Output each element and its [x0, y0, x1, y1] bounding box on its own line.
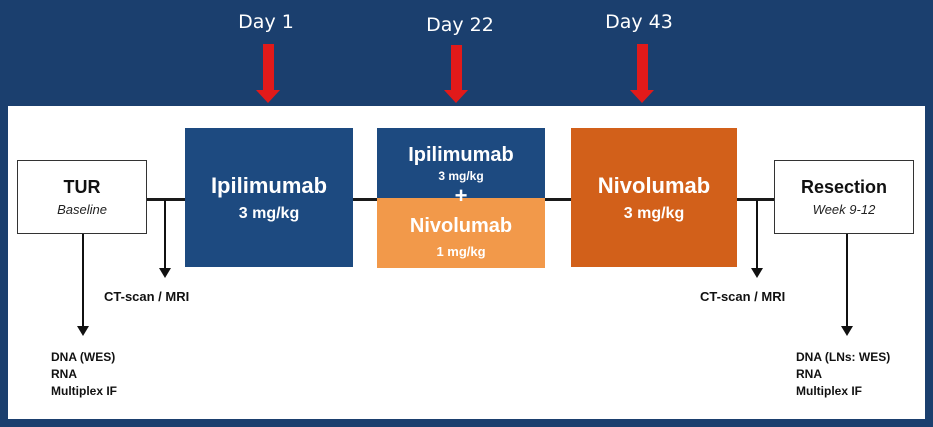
- phase1-ipilimumab-box: Ipilimumab 3 mg/kg: [185, 128, 353, 267]
- tur-box: TUR Baseline: [17, 160, 147, 234]
- resection-title: Resection: [800, 177, 888, 197]
- tur-title: TUR: [63, 177, 101, 197]
- samples-left-list: DNA (WES) RNA Multiplex IF: [51, 349, 117, 400]
- phase3-nivolumab-box: Nivolumab 3 mg/kg: [571, 128, 737, 267]
- samples-right-list: DNA (LNs: WES) RNA Multiplex IF: [796, 349, 890, 400]
- phase2-nivolumab-box: Nivolumab 1 mg/kg: [377, 198, 545, 268]
- phase1-drug: Ipilimumab: [210, 172, 328, 198]
- scan-left-label: CT-scan / MRI: [104, 289, 190, 304]
- resection-box: Resection Week 9-12: [774, 160, 914, 234]
- phase2-bottom-drug: Nivolumab: [409, 215, 513, 237]
- samples-right-item: Multiplex IF: [796, 384, 862, 398]
- phase2-top-drug: Ipilimumab: [408, 143, 514, 166]
- samples-right-item: DNA (LNs: WES): [796, 350, 891, 364]
- phase3-dose: 3 mg/kg: [623, 204, 685, 222]
- samples-right-item: RNA: [796, 367, 822, 381]
- scan-right-label: CT-scan / MRI: [700, 289, 786, 304]
- tur-subtitle: Baseline: [57, 202, 107, 217]
- phase3-drug: Nivolumab: [597, 172, 711, 198]
- phase2-bottom-dose: 1 mg/kg: [436, 244, 486, 259]
- samples-left-item: DNA (WES): [51, 350, 116, 364]
- day-1-label: Day 1: [238, 11, 294, 33]
- day-22-label: Day 22: [426, 14, 494, 36]
- phase1-dose: 3 mg/kg: [238, 204, 300, 222]
- phase2-top-dose: 3 mg/kg: [438, 168, 484, 183]
- phase2-ipilimumab-box: Ipilimumab 3 mg/kg: [377, 128, 545, 198]
- day-43-label: Day 43: [605, 11, 673, 33]
- samples-left-item: Multiplex IF: [51, 384, 117, 398]
- resection-subtitle: Week 9-12: [812, 202, 876, 217]
- plus-sign: +: [454, 183, 468, 208]
- samples-left-item: RNA: [51, 367, 77, 381]
